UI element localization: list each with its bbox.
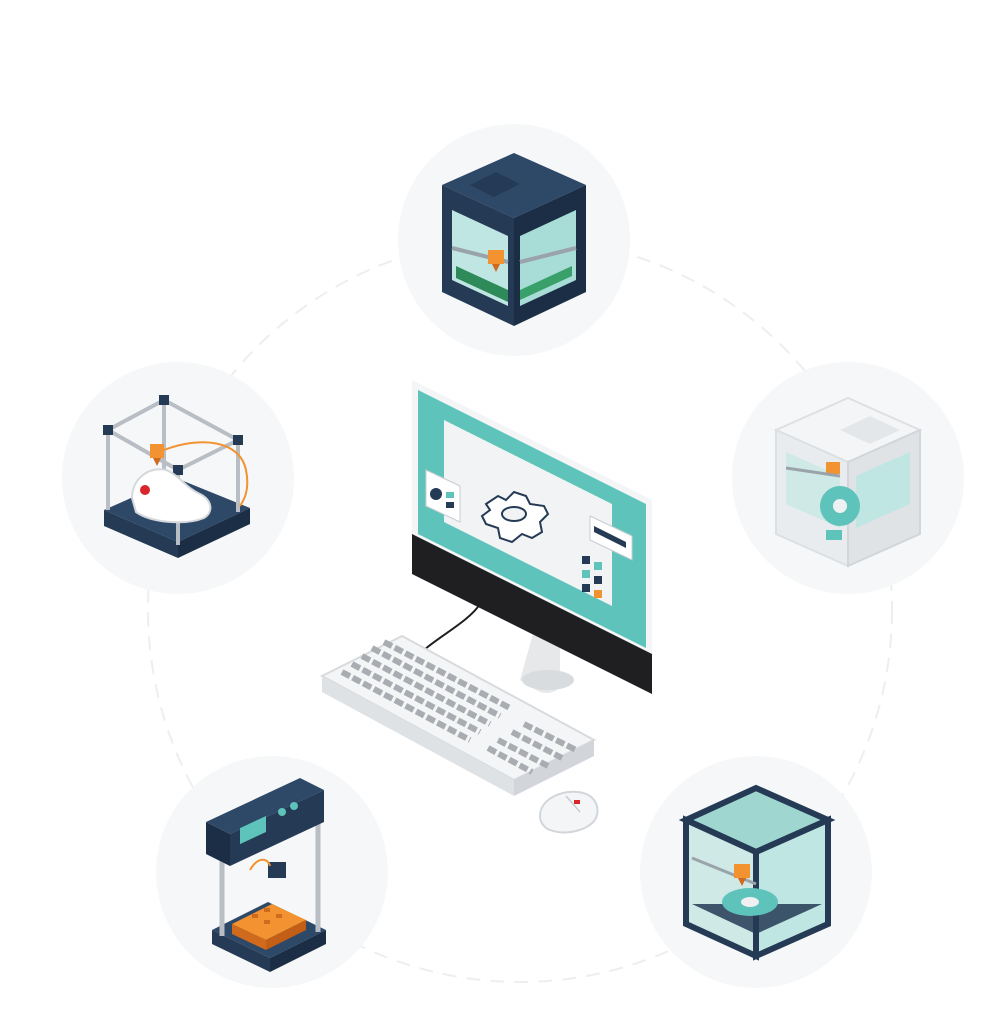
enclosed-printer-circuit-board-icon: [442, 153, 586, 326]
desktop-computer-icon: [412, 380, 652, 694]
glass-printer-gear-icon: [678, 784, 836, 961]
open-frame-printer-shoe-icon: [103, 395, 250, 558]
mouse-icon: [538, 790, 599, 834]
white-printer-gear-icon: [773, 396, 923, 568]
keyboard-icon: [319, 634, 597, 796]
large-format-printer-brick-icon: [206, 778, 326, 972]
